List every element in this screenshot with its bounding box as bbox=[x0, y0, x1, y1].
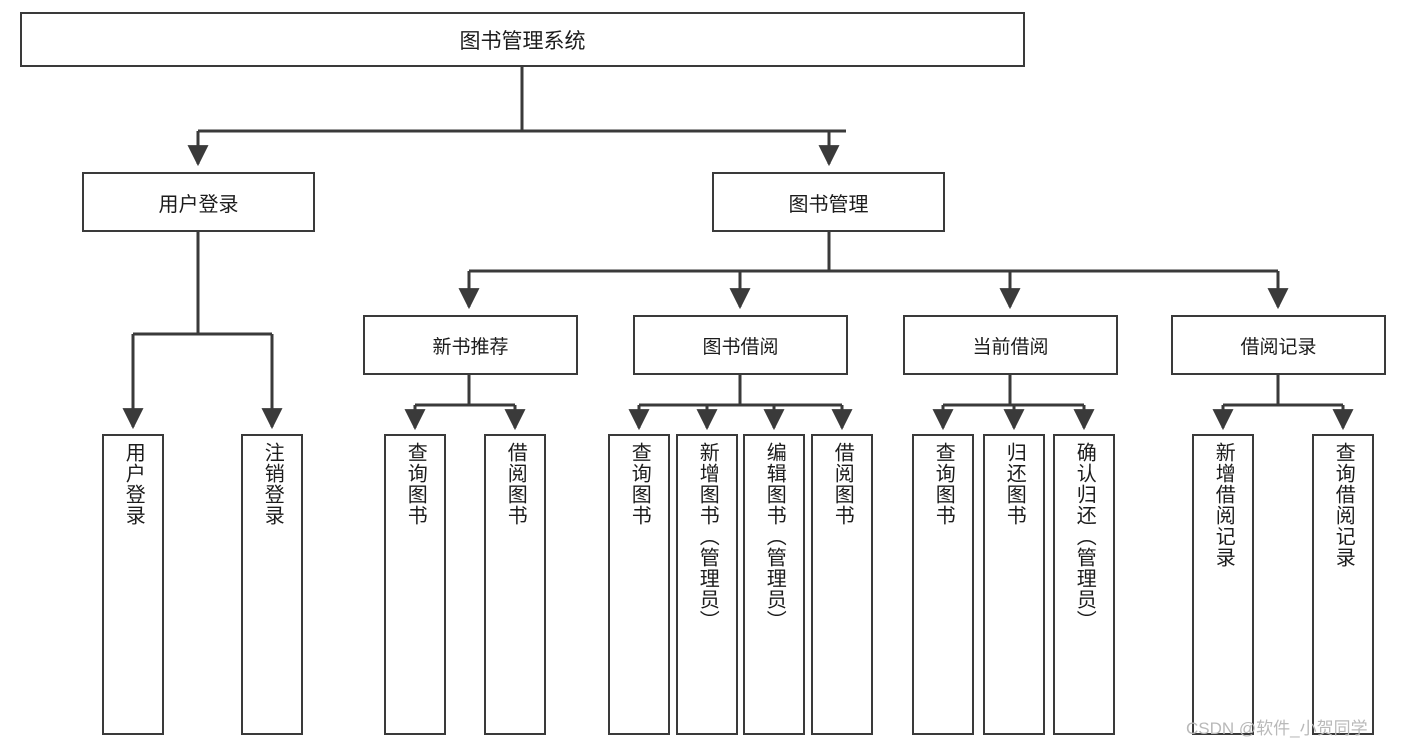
node-root-system[interactable]: 图书管理系统 bbox=[20, 12, 1025, 67]
node-label: 注销登录 bbox=[261, 442, 284, 526]
leaf-query-book-current[interactable]: 查询图书 bbox=[912, 434, 974, 735]
node-current-borrow[interactable]: 当前借阅 bbox=[903, 315, 1118, 375]
node-label: 借阅记录 bbox=[1240, 336, 1317, 358]
leaf-confirm-return-admin[interactable]: 确认归还（管理员） bbox=[1053, 434, 1115, 735]
leaf-borrow-book[interactable]: 借阅图书 bbox=[811, 434, 873, 735]
leaf-query-book-borrow[interactable]: 查询图书 bbox=[608, 434, 670, 735]
node-label: 图书管理系统 bbox=[459, 29, 586, 53]
node-label: 当前借阅 bbox=[972, 336, 1049, 358]
leaf-edit-book-admin[interactable]: 编辑图书（管理员） bbox=[743, 434, 805, 735]
node-label: 归还图书 bbox=[1003, 442, 1026, 526]
node-borrow-record[interactable]: 借阅记录 bbox=[1171, 315, 1386, 375]
node-label: 用户登录 bbox=[158, 193, 239, 216]
node-label: 查询图书 bbox=[932, 442, 955, 526]
leaf-query-book-new[interactable]: 查询图书 bbox=[384, 434, 446, 735]
node-label: 用户登录 bbox=[122, 442, 145, 526]
leaf-user-logout[interactable]: 注销登录 bbox=[241, 434, 303, 735]
node-label: 查询借阅记录 bbox=[1332, 442, 1355, 568]
node-new-book-recommend[interactable]: 新书推荐 bbox=[363, 315, 578, 375]
node-label: 查询图书 bbox=[628, 442, 651, 526]
leaf-add-book-admin[interactable]: 新增图书（管理员） bbox=[676, 434, 738, 735]
node-label: 图书借阅 bbox=[702, 336, 779, 358]
leaf-add-borrow-record[interactable]: 新增借阅记录 bbox=[1192, 434, 1254, 735]
node-label: 借阅图书 bbox=[831, 442, 854, 526]
node-label: 编辑图书（管理员） bbox=[763, 442, 786, 631]
leaf-query-borrow-record[interactable]: 查询借阅记录 bbox=[1312, 434, 1374, 735]
leaf-borrow-book-new[interactable]: 借阅图书 bbox=[484, 434, 546, 735]
leaf-user-login[interactable]: 用户登录 bbox=[102, 434, 164, 735]
leaf-return-book[interactable]: 归还图书 bbox=[983, 434, 1045, 735]
node-label: 查询图书 bbox=[404, 442, 427, 526]
node-label: 新书推荐 bbox=[432, 336, 509, 358]
node-label: 确认归还（管理员） bbox=[1073, 442, 1096, 631]
watermark: CSDN @软件_小贺同学 bbox=[1186, 719, 1368, 738]
node-label: 图书管理 bbox=[788, 193, 869, 216]
node-label: 新增图书（管理员） bbox=[696, 442, 719, 631]
node-book-borrow[interactable]: 图书借阅 bbox=[633, 315, 848, 375]
node-book-management[interactable]: 图书管理 bbox=[712, 172, 945, 232]
node-label: 新增借阅记录 bbox=[1212, 442, 1235, 568]
node-user-login[interactable]: 用户登录 bbox=[82, 172, 315, 232]
node-label: 借阅图书 bbox=[504, 442, 527, 526]
